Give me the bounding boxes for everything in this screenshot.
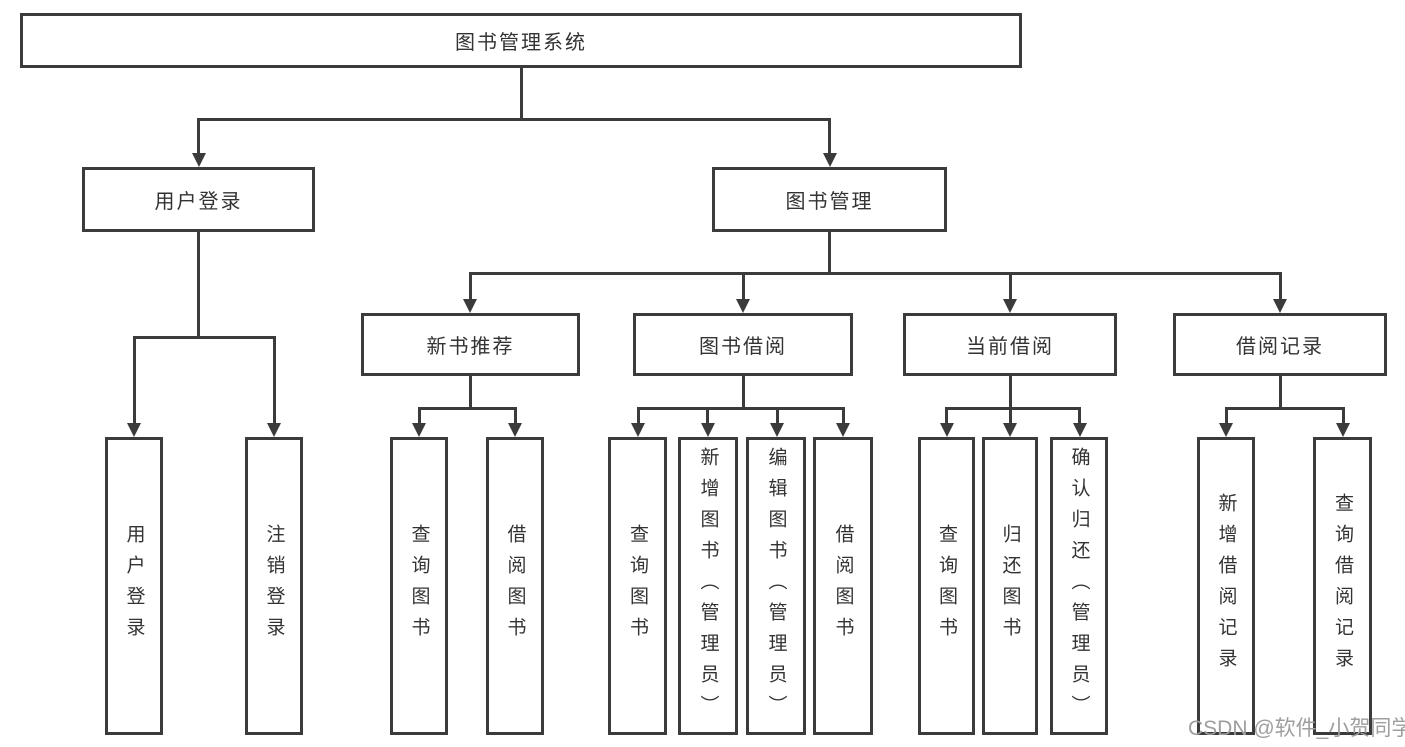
node-confirm-return-admin: 确认归还（管理员） [1050, 437, 1108, 735]
arrow-to-borrowing-records [1278, 272, 1282, 299]
node-add-borrow-record: 新增借阅记录 [1197, 437, 1255, 735]
arrow-to-query-borrow-record [1341, 407, 1345, 423]
node-label: 借阅图书 [504, 524, 526, 648]
node-label: 确认归还（管理员） [1068, 446, 1090, 726]
node-label: 查询图书 [936, 524, 957, 648]
connector-root-rail [197, 118, 831, 121]
node-borrowing-records: 借阅记录 [1173, 313, 1387, 376]
node-add-books-admin: 新增图书（管理员） [678, 437, 738, 735]
node-label: 新增图书（管理员） [697, 446, 719, 726]
arrow-to-user-login-leaf [132, 336, 136, 423]
connector-current-rail [945, 407, 1081, 410]
node-label: 新增借阅记录 [1215, 493, 1237, 679]
arrow-to-book-borrowing [741, 272, 745, 299]
arrow-to-current-borrowing [1008, 272, 1012, 299]
arrow-to-user-login [197, 118, 200, 153]
connector-current-stem [1008, 376, 1012, 407]
node-query-books-recommend: 查询图书 [390, 437, 448, 735]
arrow-to-borrow-books-recommend [513, 407, 517, 423]
node-label: 图书管理 [785, 191, 874, 213]
connector-user-login-rail [132, 336, 276, 339]
arrow-to-add-borrow-record [1224, 407, 1228, 423]
node-book-borrowing: 图书借阅 [633, 313, 853, 376]
node-label: 借阅图书 [832, 524, 854, 648]
arrow-to-book-management [828, 118, 831, 153]
connector-borrowing-stem [741, 376, 745, 407]
arrow-to-confirm-return-admin [1078, 407, 1081, 423]
node-label: 当前借阅 [966, 336, 1054, 358]
node-logout-login: 注销登录 [245, 437, 303, 735]
node-query-books-current: 查询图书 [918, 437, 975, 735]
connector-records-stem [1278, 376, 1282, 407]
connector-book-management-stem [828, 232, 831, 272]
node-user-login: 用户登录 [82, 167, 315, 232]
node-label: 注销登录 [263, 524, 285, 648]
connector-records-rail [1224, 407, 1345, 410]
arrow-to-logout-leaf [272, 336, 276, 423]
node-label: 归还图书 [999, 524, 1021, 648]
node-book-management: 图书管理 [712, 167, 947, 232]
connector-level3-rail [468, 272, 1282, 275]
node-label: 新书推荐 [426, 336, 515, 358]
connector-recommendation-rail [417, 407, 517, 410]
node-borrow-books: 借阅图书 [813, 437, 873, 735]
node-label: 图书管理系统 [455, 32, 587, 54]
arrow-to-query-books-borrow [636, 407, 640, 423]
node-label: 查询借阅记录 [1332, 493, 1353, 679]
csdn-watermark: CSDN @软件_小贺同学 [1188, 717, 1405, 740]
node-new-book-recommendation: 新书推荐 [361, 313, 580, 376]
arrow-to-return-books [1008, 407, 1012, 423]
node-query-books-borrow: 查询图书 [608, 437, 667, 735]
node-label: 借阅记录 [1236, 336, 1324, 358]
node-label: 用户登录 [154, 191, 243, 213]
node-user-login-leaf: 用户登录 [105, 437, 163, 735]
node-query-borrow-record: 查询借阅记录 [1313, 437, 1372, 735]
node-label: 查询图书 [408, 524, 430, 648]
arrow-to-add-books-admin [706, 407, 709, 423]
arrow-to-borrow-books [841, 407, 845, 423]
arrow-to-query-books-current [945, 407, 948, 423]
node-borrow-books-recommend: 借阅图书 [486, 437, 544, 735]
node-label: 查询图书 [627, 524, 648, 648]
arrow-to-new-book-recommendation [468, 272, 472, 299]
connector-user-login-stem [197, 232, 200, 336]
arrow-to-edit-books-admin [775, 407, 779, 423]
connector-borrowing-rail [636, 407, 845, 410]
node-label: 编辑图书（管理员） [765, 446, 787, 726]
arrow-to-query-books-recommend [417, 407, 421, 423]
node-library-management-system: 图书管理系统 [20, 13, 1022, 68]
connector-root-stem [519, 68, 523, 118]
node-label: 图书借阅 [699, 336, 787, 358]
node-label: 用户登录 [123, 524, 145, 648]
node-current-borrowing: 当前借阅 [903, 313, 1117, 376]
connector-recommendation-stem [468, 376, 472, 407]
node-return-books: 归还图书 [982, 437, 1038, 735]
node-edit-books-admin: 编辑图书（管理员） [746, 437, 806, 735]
